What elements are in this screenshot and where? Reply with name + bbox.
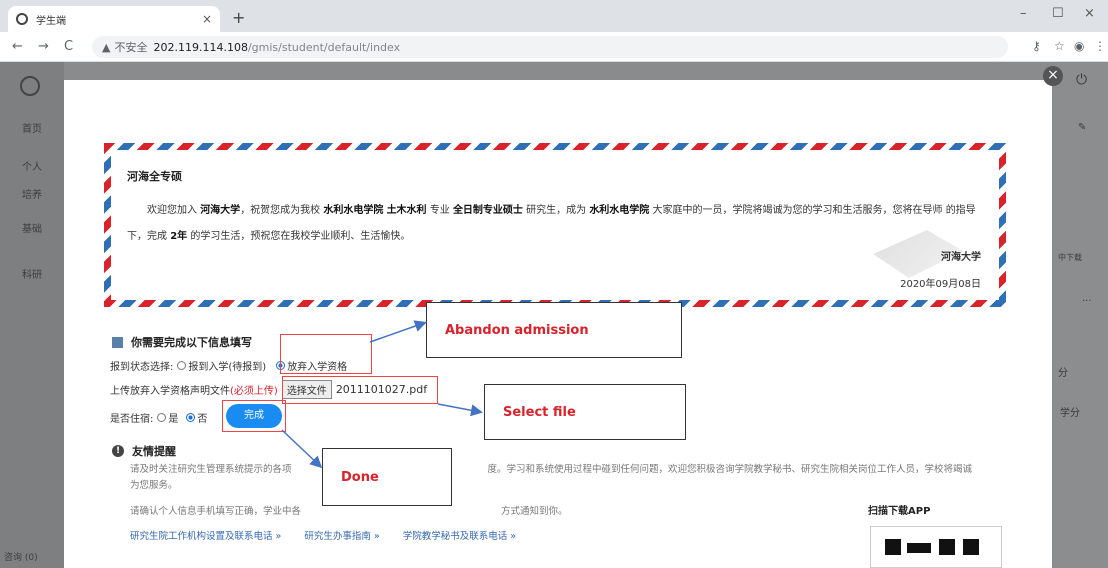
section-icon (112, 336, 123, 348)
link-secretary[interactable]: 学院教学秘书及联系电话 » (402, 531, 517, 542)
radio-dorm-no[interactable] (186, 413, 196, 422)
maximize-button[interactable]: ☐ (1052, 6, 1064, 21)
letter-signature: 河海大学 2020年09月08日 (900, 252, 981, 290)
close-window-button[interactable]: × (1084, 6, 1095, 21)
letter-body: 欢迎您加入 河海大学，祝贺您成为我校 水利水电学院 土木水利 专业 全日制专业硕… (127, 205, 976, 242)
tip-line-3: 请确认个人信息手机填写正确，学业中各方式通知到你。 (130, 506, 568, 517)
credit-label: 学分 (1060, 408, 1080, 419)
profile-icon[interactable]: ◉ (1074, 39, 1085, 53)
download-label[interactable]: 中下载 (1058, 253, 1082, 262)
radio-dorm-yes[interactable] (157, 413, 167, 422)
sidebar-item-home[interactable]: 首页 (22, 124, 42, 135)
welcome-letter: 河海全专硕 欢迎您加入 河海大学，祝贺您成为我校 水利水电学院 土木水利 专业 … (104, 143, 1006, 307)
link-guide[interactable]: 研究生办事指南 » (304, 531, 380, 542)
url-input[interactable]: ▲ 不安全 202.119.114.108 /gmis/student/defa… (92, 36, 1008, 58)
back-button[interactable]: ← (12, 39, 23, 54)
radio-report[interactable] (177, 361, 187, 370)
score-unit: 分 (1058, 368, 1068, 379)
sidebar: 首页 个人 培养 基础 科研 咨询 (0) (0, 62, 64, 568)
done-button[interactable]: 完成 (226, 404, 282, 428)
info-icon: ! (112, 445, 124, 457)
address-bar: ← → C ▲ 不安全 202.119.114.108 /gmis/studen… (0, 32, 1108, 62)
callout-abandon: Abandon admission (426, 302, 682, 358)
warning-icon: ▲ (102, 40, 111, 54)
letter-greeting: 河海全专硕 (127, 170, 182, 183)
key-icon[interactable]: ⚷ (1032, 39, 1041, 53)
link-offices[interactable]: 研究生院工作机构设置及联系电话 » (130, 531, 282, 542)
sidebar-item-training[interactable]: 培养 (22, 190, 42, 201)
forward-button[interactable]: → (38, 39, 49, 54)
right-panel: ⏻ ✎ 中下载 ··· 分 学分 (1054, 62, 1108, 568)
url-host: 202.119.114.108 (153, 40, 248, 54)
tip-line-2: 为您服务。 (130, 480, 178, 491)
dorm-row: 是否住宿: 是 否 (110, 413, 208, 425)
more-icon[interactable]: ··· (1082, 296, 1092, 307)
tab-close-icon[interactable]: × (201, 12, 212, 26)
tips-title: ! 友情提醒 (112, 443, 176, 459)
qr-code (870, 526, 1002, 568)
highlight-file (282, 376, 438, 404)
consult-link[interactable]: 咨询 (0) (4, 553, 38, 563)
menu-icon[interactable]: ⋮ (1094, 39, 1106, 53)
favicon-icon (16, 13, 28, 25)
highlight-abandon (280, 334, 372, 374)
logo-icon (20, 76, 40, 96)
tip-line-1: 请及时关注研究生管理系统提示的各项度。学习和系统使用过程中碰到任何问题，欢迎您积… (130, 464, 973, 475)
star-icon[interactable]: ☆ (1054, 39, 1065, 53)
browser-tab[interactable]: 学生端 × (8, 6, 220, 32)
url-path: /gmis/student/default/index (247, 40, 401, 54)
new-tab-button[interactable]: + (232, 8, 246, 27)
highlight-done (222, 400, 286, 432)
reload-button[interactable]: C (64, 39, 74, 54)
callout-select: Select file (484, 384, 686, 440)
power-icon[interactable]: ⏻ (1076, 72, 1088, 88)
callout-done: Done (322, 448, 452, 506)
minimize-button[interactable]: – (1020, 6, 1027, 21)
links-row: 研究生院工作机构设置及联系电话 » 研究生办事指南 » 学院教学秘书及联系电话 … (130, 528, 536, 542)
sidebar-item-research[interactable]: 科研 (22, 270, 42, 281)
form-section-title: 你需要完成以下信息填写 (112, 334, 252, 350)
sidebar-item-basic[interactable]: 基础 (22, 224, 42, 235)
tab-bar: 学生端 × + – ☐ × (0, 0, 1108, 32)
upload-row: 上传放弃入学资格声明文件 (必须上传) 选择文件 2011101027.pdf (110, 380, 427, 399)
modal-close-icon[interactable]: × (1043, 66, 1063, 86)
file-name: 2011101027.pdf (335, 383, 428, 396)
tab-title: 学生端 (36, 15, 66, 27)
edit-icon[interactable]: ✎ (1078, 122, 1087, 133)
qr-label: 扫描下载APP (868, 506, 931, 517)
security-label: 不安全 (114, 41, 148, 54)
sidebar-item-personal[interactable]: 个人 (22, 162, 42, 173)
